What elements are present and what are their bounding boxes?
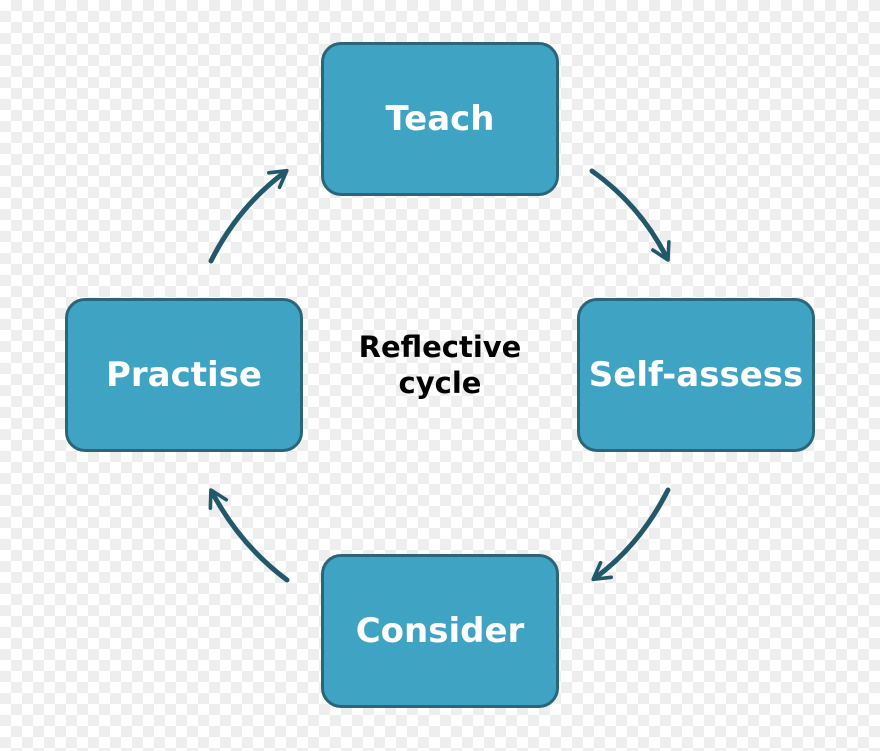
center-label: Reflective cycle bbox=[340, 330, 540, 402]
node-consider-label: Consider bbox=[355, 611, 525, 651]
node-practise-label: Practise bbox=[106, 355, 262, 395]
arrow-consider-to-practise bbox=[208, 488, 290, 583]
arrow-self-assess-to-consider bbox=[591, 487, 671, 582]
node-self-assess: Self-assess bbox=[577, 298, 815, 452]
node-consider: Consider bbox=[321, 554, 559, 708]
node-teach-label: Teach bbox=[385, 99, 495, 139]
node-practise: Practise bbox=[65, 298, 303, 452]
node-self-assess-label: Self-assess bbox=[588, 355, 804, 395]
arrow-teach-to-self-assess bbox=[589, 168, 671, 262]
arrow-practise-to-teach bbox=[208, 168, 289, 264]
center-label-line1: Reflective bbox=[358, 330, 522, 364]
center-label-line2: cycle bbox=[398, 365, 482, 400]
node-teach: Teach bbox=[321, 42, 559, 196]
